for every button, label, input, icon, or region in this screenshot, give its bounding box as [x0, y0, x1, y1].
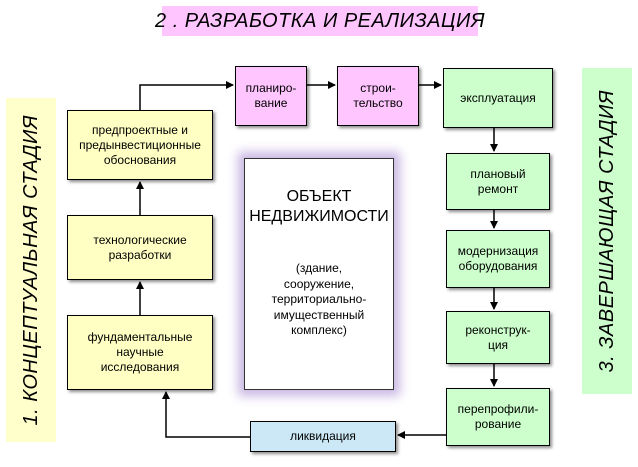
planned-repair-label: плановый ремонт: [470, 166, 526, 196]
stage1-title: 1. КОНЦЕПТУАЛЬНАЯ СТАДИЯ: [6, 98, 56, 442]
box-reconstruction: реконструк- ция: [446, 311, 550, 364]
reprofiling-label: перепрофили- рование: [457, 402, 539, 431]
center-object-box: ОБЪЕКТ НЕДВИЖИМОСТИ (здание, сооружение,…: [244, 158, 394, 390]
box-modernization: модернизация оборудования: [446, 230, 550, 288]
stage3-title: 3. ЗАВЕРШАЮЩАЯ СТАДИЯ: [582, 68, 632, 394]
box-preproject: предпроектные и предынвестиционные обосн…: [67, 110, 213, 180]
reconstruction-label: реконструк- ция: [465, 322, 531, 352]
arrow-liquidation-to-fundamental: [162, 391, 250, 438]
box-technological: технологические разработки: [67, 215, 213, 280]
center-subtitle: (здание, сооружение, территориально- иму…: [271, 261, 367, 337]
exploitation-label: эксплуатация: [460, 90, 536, 105]
center-title: ОБЪЕКТ НЕДВИЖИМОСТИ: [249, 188, 389, 225]
preproject-label: предпроектные и предынвестиционные обосн…: [79, 122, 201, 167]
planning-label: планиро- вание: [245, 81, 297, 110]
box-fundamental: фундаментальные научные исследования: [67, 315, 213, 390]
box-liquidation: ликвидация: [250, 421, 396, 452]
stage2-title: 2 . РАЗРАБОТКА И РЕАЛИЗАЦИЯ: [155, 6, 484, 36]
arrow-preproject-to-planning: [139, 81, 234, 110]
box-reprofiling: перепрофили- рование: [446, 388, 550, 446]
technological-label: технологические разработки: [93, 232, 187, 262]
construction-label: строи- тельство: [353, 81, 403, 110]
liquidation-label: ликвидация: [290, 429, 356, 443]
stage2-label: 2 . РАЗРАБОТКА И РЕАЛИЗАЦИЯ: [155, 9, 485, 32]
box-construction: строи- тельство: [337, 66, 419, 126]
fundamental-label: фундаментальные научные исследования: [87, 330, 193, 374]
modernization-label: модернизация оборудования: [457, 244, 539, 273]
box-planned-repair: плановый ремонт: [446, 153, 550, 210]
box-exploitation: эксплуатация: [443, 68, 553, 128]
box-planning: планиро- вание: [235, 66, 307, 126]
